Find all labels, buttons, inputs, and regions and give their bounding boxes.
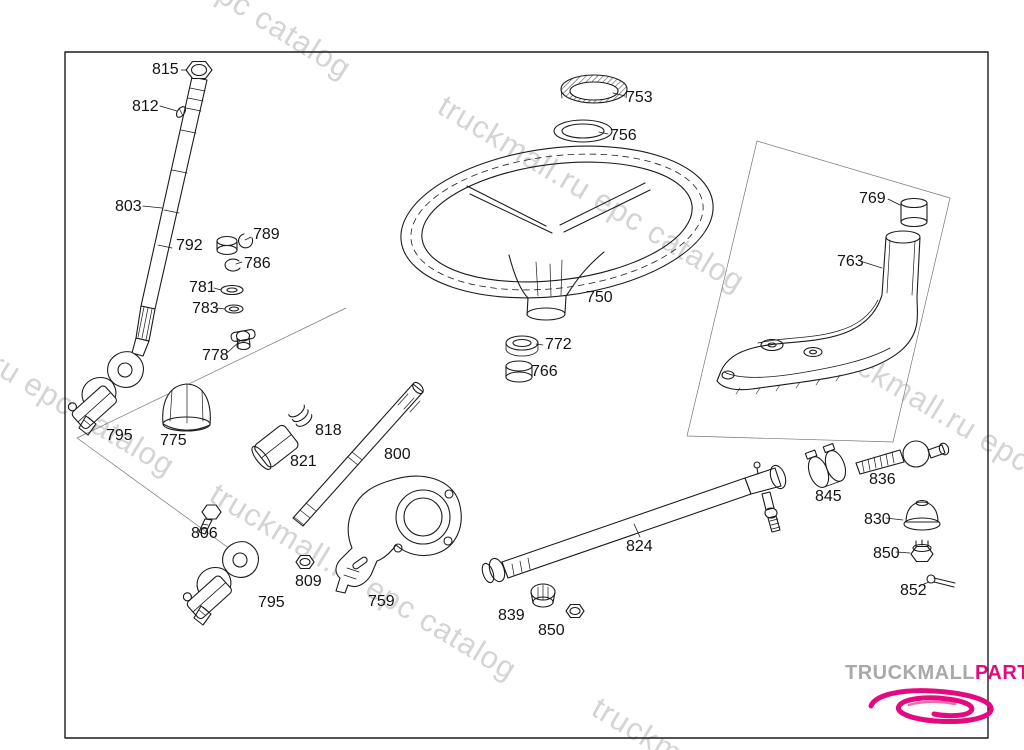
part-label-766[interactable]: 766 — [531, 363, 558, 380]
steering-wheel-750 — [400, 145, 714, 321]
part-label-753[interactable]: 753 — [626, 89, 653, 106]
part-label-769[interactable]: 769 — [859, 190, 886, 207]
part-label-809[interactable]: 809 — [295, 573, 322, 590]
part-label-775[interactable]: 775 — [160, 432, 187, 449]
bolt-806 — [198, 504, 222, 535]
horn-cap-753 — [560, 74, 628, 104]
truckmall-logo: TRUCKMALLPARTS — [845, 662, 1024, 724]
logo-accent-text: PARTS — [975, 662, 1024, 684]
part-label-795[interactable]: 795 — [258, 594, 285, 611]
part-label-763[interactable]: 763 — [837, 253, 864, 270]
cap-769 — [900, 197, 928, 228]
part-label-821[interactable]: 821 — [290, 453, 317, 470]
castle-nut-850 — [910, 539, 934, 563]
part-label-818[interactable]: 818 — [315, 422, 342, 439]
part-label-789[interactable]: 789 — [253, 226, 280, 243]
snap-ring-786 — [224, 258, 241, 272]
steering-gear-763 — [716, 230, 921, 395]
bushing-766 — [505, 360, 533, 383]
clip-789 — [238, 233, 254, 249]
part-label-759[interactable]: 759 — [368, 593, 395, 610]
cotter-pin-852 — [926, 574, 956, 588]
part-label-836[interactable]: 836 — [869, 471, 896, 488]
leader-lines — [142, 69, 930, 587]
part-label-772[interactable]: 772 — [545, 336, 572, 353]
lower-shaft-800 — [292, 381, 424, 527]
bushing-792 — [216, 235, 238, 256]
spring-818 — [288, 404, 313, 427]
universal-joint-795 — [67, 351, 144, 436]
part-label-800[interactable]: 800 — [384, 446, 411, 463]
part-label-750[interactable]: 750 — [586, 289, 613, 306]
part-label-781[interactable]: 781 — [189, 279, 216, 296]
bearing-772 — [505, 335, 539, 357]
nut-850-left — [565, 603, 585, 619]
nut-815 — [185, 60, 213, 80]
part-label-850[interactable]: 850 — [538, 622, 565, 639]
logo-text: TRUCKMALLPARTS — [845, 662, 1024, 685]
diagram-border — [64, 51, 989, 739]
ball-seat-839 — [530, 583, 556, 608]
part-label-850[interactable]: 850 — [873, 545, 900, 562]
part-label-815[interactable]: 815 — [152, 61, 179, 78]
part-label-786[interactable]: 786 — [244, 255, 271, 272]
part-label-803[interactable]: 803 — [115, 198, 142, 215]
nut-809 — [295, 554, 315, 570]
part-label-845[interactable]: 845 — [815, 488, 842, 505]
joint-cross-778 — [230, 329, 256, 351]
tie-rod-end-836 — [855, 440, 950, 475]
part-label-824[interactable]: 824 — [626, 538, 653, 555]
part-label-778[interactable]: 778 — [202, 347, 229, 364]
part-label-756[interactable]: 756 — [610, 127, 637, 144]
part-label-852[interactable]: 852 — [900, 582, 927, 599]
part-label-783[interactable]: 783 — [192, 300, 219, 317]
ring-756 — [553, 119, 613, 143]
part-label-812[interactable]: 812 — [132, 98, 159, 115]
construction-lines — [76, 140, 951, 563]
bracket-759 — [335, 475, 462, 594]
part-label-839[interactable]: 839 — [498, 607, 525, 624]
clamp-845 — [804, 442, 847, 488]
boot-775 — [162, 383, 211, 432]
clamp-821 — [251, 424, 299, 470]
part-label-792[interactable]: 792 — [176, 237, 203, 254]
logo-brand-text: TRUCKMALL — [845, 662, 976, 684]
drag-link-824 — [481, 461, 787, 584]
part-label-795[interactable]: 795 — [106, 427, 133, 444]
logo-swirl-icon — [868, 688, 994, 724]
pin-812 — [175, 106, 187, 118]
part-label-806[interactable]: 806 — [191, 525, 218, 542]
boot-830 — [903, 499, 941, 531]
part-label-830[interactable]: 830 — [864, 511, 891, 528]
